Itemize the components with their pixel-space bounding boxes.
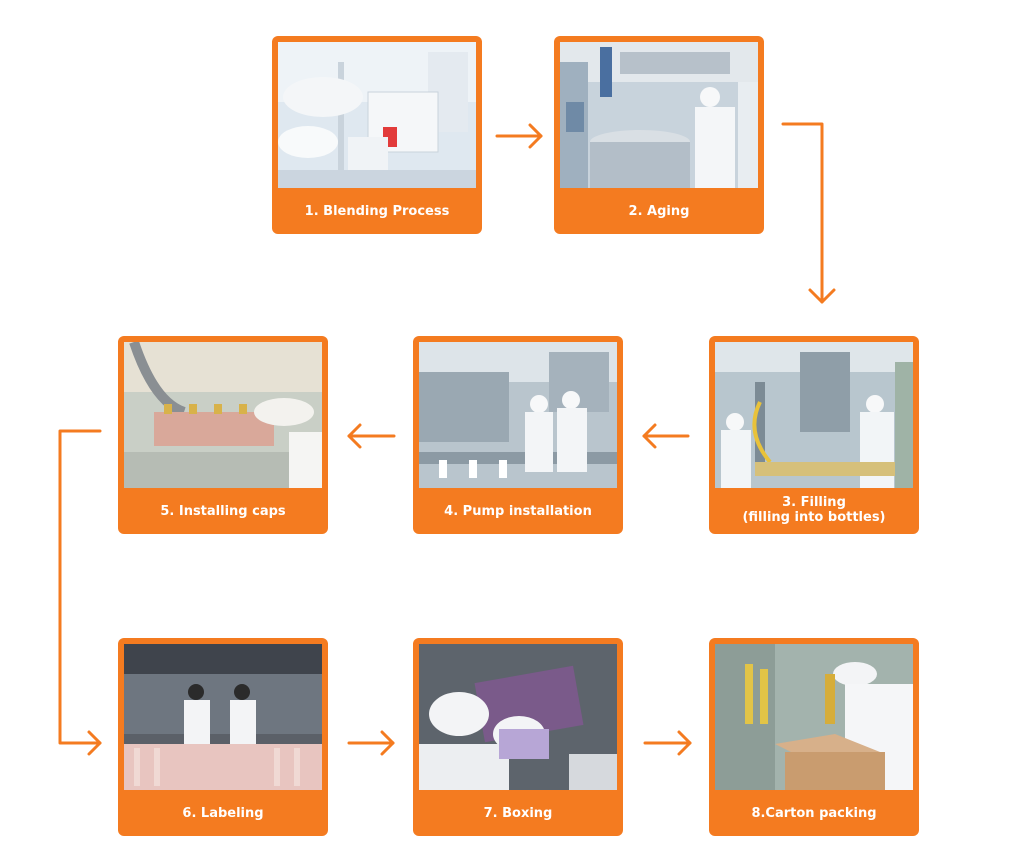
step-label-pump-installation: 4. Pump installation — [444, 503, 592, 519]
carton-packing-photo — [715, 644, 913, 790]
step-card-carton-packing: 8.Carton packing — [709, 638, 919, 836]
arrow-7-to-8 — [643, 730, 692, 756]
boxing-photo — [419, 644, 617, 790]
step-card-boxing: 7. Boxing — [413, 638, 623, 836]
arrow-1-to-2 — [495, 123, 543, 149]
arrow-2-to-3 — [781, 122, 836, 304]
step-label-boxing: 7. Boxing — [483, 805, 553, 821]
labeling-photo — [124, 644, 322, 790]
step-label-aging: 2. Aging — [628, 203, 690, 219]
pump-installation-photo — [419, 342, 617, 488]
arrow-4-to-5 — [347, 423, 396, 449]
installing-caps-photo — [124, 342, 322, 488]
step-card-blending: 1. Blending Process — [272, 36, 482, 234]
arrow-5-to-6 — [58, 429, 102, 756]
arrow-6-to-7 — [347, 730, 395, 756]
arrow-3-to-4 — [642, 423, 690, 449]
step-card-filling: 3. Filling (filling into bottles) — [709, 336, 919, 534]
step-card-pump-installation: 4. Pump installation — [413, 336, 623, 534]
step-card-installing-caps: 5. Installing caps — [118, 336, 328, 534]
step-label-filling: 3. Filling (filling into bottles) — [742, 495, 886, 525]
filling-photo — [715, 342, 913, 488]
step-label-blending: 1. Blending Process — [304, 203, 450, 219]
step-label-installing-caps: 5. Installing caps — [160, 503, 286, 519]
step-card-aging: 2. Aging — [554, 36, 764, 234]
step-label-carton-packing: 8.Carton packing — [751, 805, 877, 821]
step-card-labeling: 6. Labeling — [118, 638, 328, 836]
blending-photo — [278, 42, 476, 188]
aging-photo — [560, 42, 758, 188]
step-label-labeling: 6. Labeling — [182, 805, 264, 821]
